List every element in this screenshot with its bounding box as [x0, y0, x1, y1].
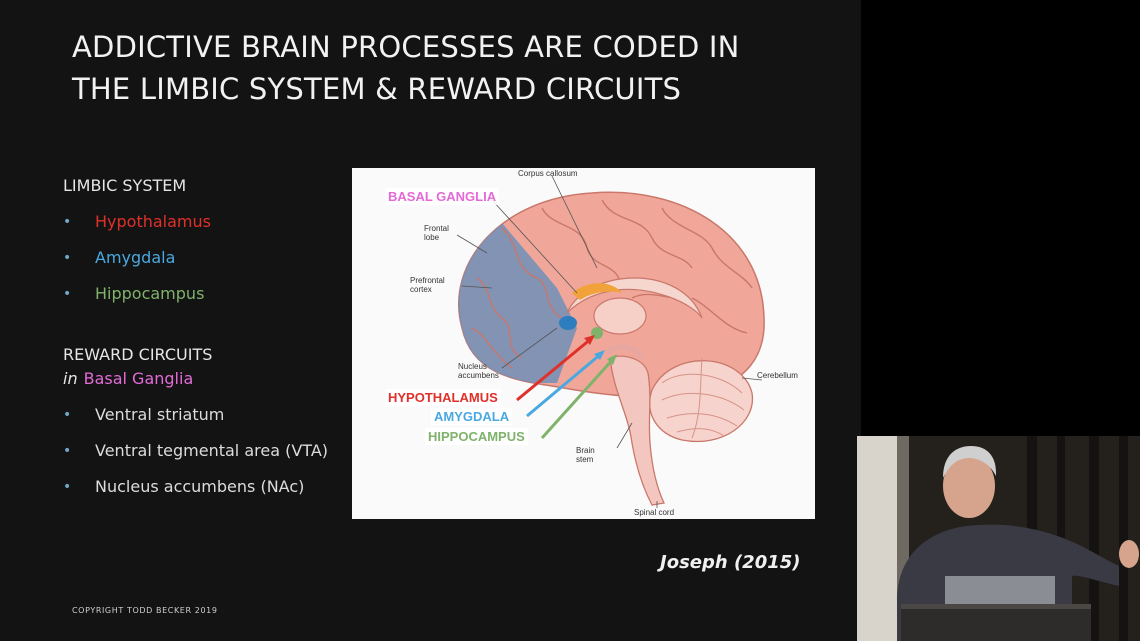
slide-title-line-1: ADDICTIVE BRAIN PROCESSES ARE CODED IN [72, 30, 740, 64]
laptop [945, 576, 1055, 606]
brain-illustration [456, 175, 765, 508]
citation: Joseph (2015) [660, 552, 801, 573]
podium [901, 604, 1091, 641]
bullet-icon: • [63, 407, 72, 423]
tag-hippocampus: HIPPOCAMPUS [425, 428, 528, 445]
reward-item-label: Ventral tegmental area (VTA) [95, 441, 328, 460]
bullet-icon: • [63, 286, 72, 302]
brain-diagram: Corpus callosum Frontal lobe Prefrontal … [352, 168, 815, 519]
label-nucleus-accumbens: Nucleus accumbens [458, 362, 499, 380]
brain-stem-shape [609, 355, 665, 506]
bullet-icon: • [63, 250, 72, 266]
nucleus-accumbens-shape [559, 316, 577, 330]
speaker-hand [1119, 540, 1139, 568]
limbic-item-label: Amygdala [95, 248, 176, 267]
label-prefrontal-cortex: Prefrontal cortex [410, 276, 445, 294]
limbic-item-label: Hippocampus [95, 284, 205, 303]
label-brain-stem: Brain stem [576, 446, 595, 464]
reward-circuits-subheading: in Basal Ganglia [63, 369, 193, 388]
label-frontal-lobe: Frontal lobe [424, 224, 449, 242]
cerebellum-folds [661, 357, 745, 439]
wall-panel [857, 436, 897, 641]
cerebellum-shape [649, 360, 754, 443]
tag-basal-ganglia: BASAL GANGLIA [385, 188, 500, 205]
bullet-icon: • [63, 443, 72, 459]
reward-item-label: Nucleus accumbens (NAc) [95, 477, 305, 496]
reward-sub-prefix: in [63, 369, 78, 388]
basal-ganglia-label: Basal Ganglia [83, 369, 194, 388]
pointer-arrows [516, 336, 616, 440]
reward-circuits-heading: REWARD CIRCUITS [63, 345, 213, 364]
speaker-head [943, 454, 995, 518]
speaker-hair [943, 446, 997, 478]
label-cerebellum: Cerebellum [757, 371, 798, 380]
slide-title: ADDICTIVE BRAIN PROCESSES ARE CODED IN T… [72, 26, 740, 110]
leader-lines [456, 175, 763, 508]
basal-ganglia-shape [572, 283, 622, 300]
label-spinal-cord: Spinal cord [634, 508, 675, 517]
limbic-system-heading: LIMBIC SYSTEM [63, 176, 187, 195]
thalamus-shape [593, 297, 647, 335]
limbic-item-label: Hypothalamus [95, 212, 211, 231]
arrowhead-red [584, 335, 595, 345]
slide-title-line-2: THE LIMBIC SYSTEM & REWARD CIRCUITS [72, 72, 682, 106]
tag-amygdala: AMYGDALA [431, 408, 513, 425]
bullet-icon: • [63, 479, 72, 495]
copyright-notice: COPYRIGHT TODD BECKER 2019 [72, 606, 218, 615]
bullet-icon: • [63, 214, 72, 230]
arrowhead-green [607, 354, 617, 365]
arrowhead-blue [594, 350, 605, 360]
hippocampus-shape [604, 344, 645, 360]
prefrontal-shading [458, 223, 577, 383]
speaker-scene [857, 436, 1140, 641]
tag-hypothalamus: HYPOTHALAMUS [385, 389, 501, 406]
label-corpus-callosum: Corpus callosum [518, 169, 578, 178]
presentation-slide: ADDICTIVE BRAIN PROCESSES ARE CODED IN T… [0, 0, 861, 641]
reward-item-label: Ventral striatum [95, 405, 225, 424]
speaker-video-inset [857, 436, 1140, 641]
